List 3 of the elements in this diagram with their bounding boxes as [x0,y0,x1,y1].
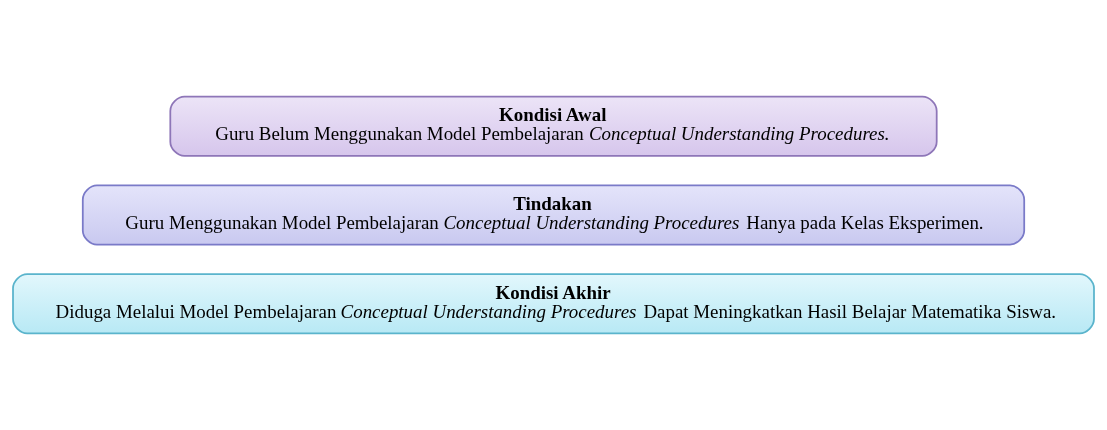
node-box: Kondisi Awal Guru Belum Menggunakan Model Pembelajaran Conceptual Understanding Procedures. [169,95,938,157]
node-box: Kondisi Akhir Diduga Melalui Model Pembelajaran Conceptual Understanding Procedures Dapat Meningkatkan Hasil Belajar Matematika Siswa. [12,273,1095,335]
node-box: Tindakan Guru Menggunakan Model Pembelajaran Conceptual Understanding Procedures Hanya pada Kelas Eksperimen. [81,184,1026,246]
